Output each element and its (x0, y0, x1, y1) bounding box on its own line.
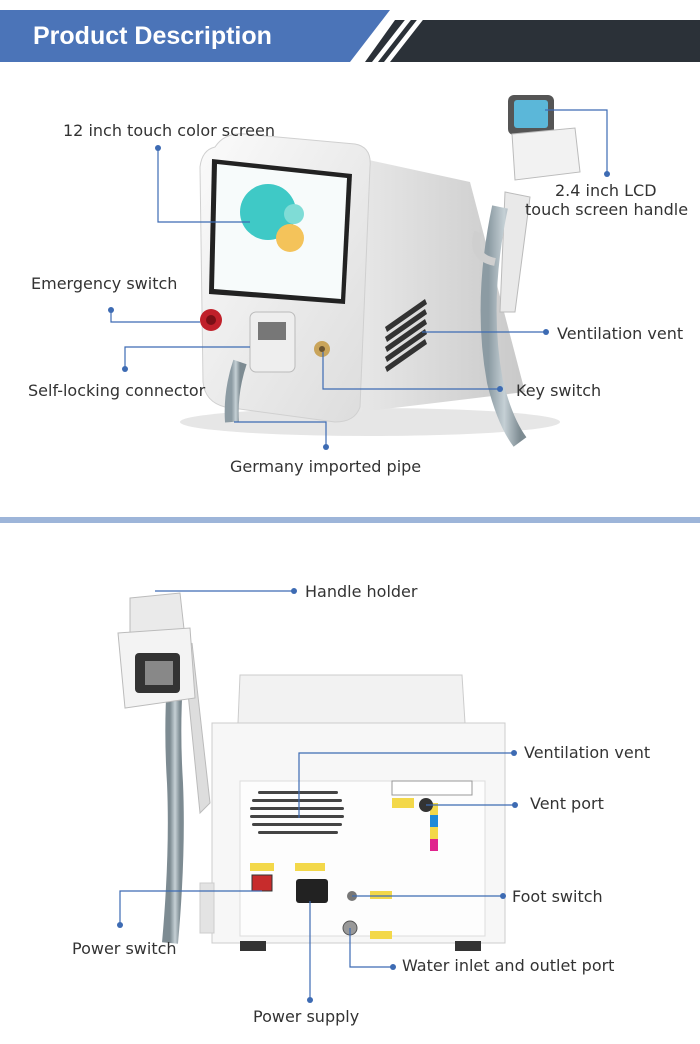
front-view-section: 12 inch touch color screen 2.4 inch LCD … (0, 62, 700, 517)
front-machine-illustration (180, 95, 581, 447)
callout-pipe: Germany imported pipe (230, 457, 422, 476)
callout-power-supply: Power supply (253, 1007, 360, 1026)
callout-handle-holder: Handle holder (305, 582, 418, 601)
back-leader-lines (119, 590, 514, 1000)
callout-power-switch: Power switch (72, 939, 177, 958)
callout-connector: Self-locking connector (28, 381, 206, 400)
front-leader-lines (110, 109, 608, 447)
back-view-section: Handle holder Ventilation vent Vent port… (0, 523, 700, 1044)
callout-vent-port: Vent port (530, 794, 604, 813)
callout-foot-switch: Foot switch (512, 887, 603, 906)
callout-handle-line2: touch screen handle (525, 200, 689, 219)
header-banner: Product Description (0, 10, 700, 62)
callout-emergency: Emergency switch (31, 274, 178, 293)
callout-vent: Ventilation vent (557, 324, 684, 343)
section-divider (0, 517, 700, 523)
callout-back-vent: Ventilation vent (524, 743, 651, 762)
callout-key: Key switch (516, 381, 602, 400)
back-machine-illustration (117, 592, 506, 951)
callout-handle-line1: 2.4 inch LCD (555, 181, 657, 200)
page-title: Product Description (33, 22, 272, 50)
callout-screen: 12 inch touch color screen (63, 121, 275, 140)
callout-water-port: Water inlet and outlet port (402, 956, 615, 975)
